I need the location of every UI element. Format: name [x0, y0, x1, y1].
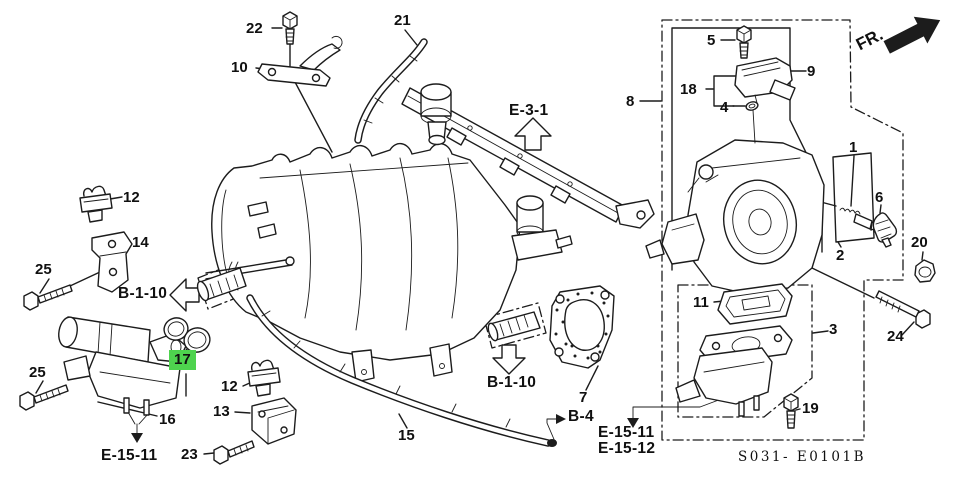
- nut-20: [914, 259, 936, 283]
- diagram-code: S031- E0101B: [738, 449, 867, 465]
- screw-box: [832, 152, 875, 243]
- e1511-left-arrow: [127, 411, 149, 443]
- callout-25b: 25: [29, 364, 46, 381]
- callout-14: 14: [132, 234, 149, 251]
- clip-12b: [247, 359, 281, 397]
- throttle-gasket-7: [549, 285, 615, 369]
- callout-8: 8: [626, 93, 635, 110]
- callout-13: 13: [213, 403, 230, 420]
- ref-e-3-1: E-3-1: [509, 102, 549, 119]
- map-sensor: [734, 57, 796, 144]
- callout-16: 16: [159, 411, 176, 428]
- b4-arrow: [546, 414, 566, 445]
- callout-21: 21: [394, 12, 411, 29]
- vacuum-hose-21: [354, 38, 428, 144]
- throttle-body: [645, 139, 825, 295]
- connector2-box: [483, 302, 547, 349]
- bracket-13: [251, 397, 297, 445]
- bolt-5: [736, 25, 752, 59]
- callout-25a: 25: [35, 261, 52, 278]
- callout-2: 2: [836, 247, 845, 264]
- iacv-valve-16: [58, 316, 187, 416]
- e31-up-arrow: [514, 117, 552, 151]
- callout-20: 20: [911, 234, 928, 251]
- fuel-connector-1: [196, 267, 247, 302]
- bracket-10: [257, 35, 343, 87]
- purge-valve: [511, 195, 573, 261]
- ref-e-15-11-right: E-15-11: [598, 424, 655, 441]
- callout-7: 7: [579, 389, 588, 406]
- callout-6: 6: [875, 189, 884, 206]
- tps-sensor: [661, 213, 705, 265]
- callout-4: 4: [720, 99, 729, 116]
- callout-10: 10: [231, 59, 248, 76]
- outer-assembly-boundary: [661, 19, 904, 441]
- bracket-14: [91, 231, 133, 293]
- callout-15: 15: [398, 427, 415, 444]
- ref-b-4: B-4: [568, 408, 594, 425]
- reference-arrows: [127, 16, 941, 445]
- bolt-23: [213, 440, 255, 465]
- callout-24: 24: [887, 328, 904, 345]
- b110-down-arrow: [492, 344, 526, 375]
- ref-e-15-11-left: E-15-11: [101, 447, 158, 464]
- bolt-25a: [23, 284, 73, 311]
- clip-12a: [79, 185, 113, 223]
- ref-e-15-12-right: E-15-12: [598, 440, 656, 457]
- bolt-24: [875, 290, 931, 329]
- callout-23: 23: [181, 446, 198, 463]
- o-rings-17: [163, 317, 211, 353]
- callout-9: 9: [807, 63, 816, 80]
- callout-19: 19: [802, 400, 819, 417]
- fuel-connector-2: [487, 311, 541, 342]
- callout-17-highlighted: 17: [169, 350, 196, 370]
- callout-22: 22: [246, 20, 263, 37]
- callout-3: 3: [829, 321, 838, 338]
- gasket-stipple: [554, 291, 610, 360]
- callout-12a: 12: [123, 189, 140, 206]
- iacv-valve-3: [675, 325, 793, 417]
- callout-18: 18: [680, 81, 697, 98]
- iacv-gasket-11: [717, 283, 793, 325]
- callout-11: 11: [693, 294, 709, 311]
- sensor-oring-4: [745, 101, 759, 111]
- callout-5: 5: [707, 32, 716, 49]
- ref-b-1-10-left: B-1-10: [118, 285, 168, 302]
- intake-manifold: [205, 143, 521, 383]
- callout-12b: 12: [221, 378, 238, 395]
- fr-direction-arrow: [883, 16, 941, 54]
- bolt-19: [783, 393, 799, 429]
- callout-1: 1: [849, 139, 858, 156]
- b110-left-arrow: [169, 278, 200, 312]
- bolt-22: [282, 11, 298, 45]
- water-hose-15: [246, 294, 557, 447]
- sensor-6: [872, 212, 898, 248]
- bolt-25b: [19, 384, 69, 411]
- ref-b-1-10-down: B-1-10: [487, 374, 537, 391]
- fuel-rail: [401, 83, 655, 229]
